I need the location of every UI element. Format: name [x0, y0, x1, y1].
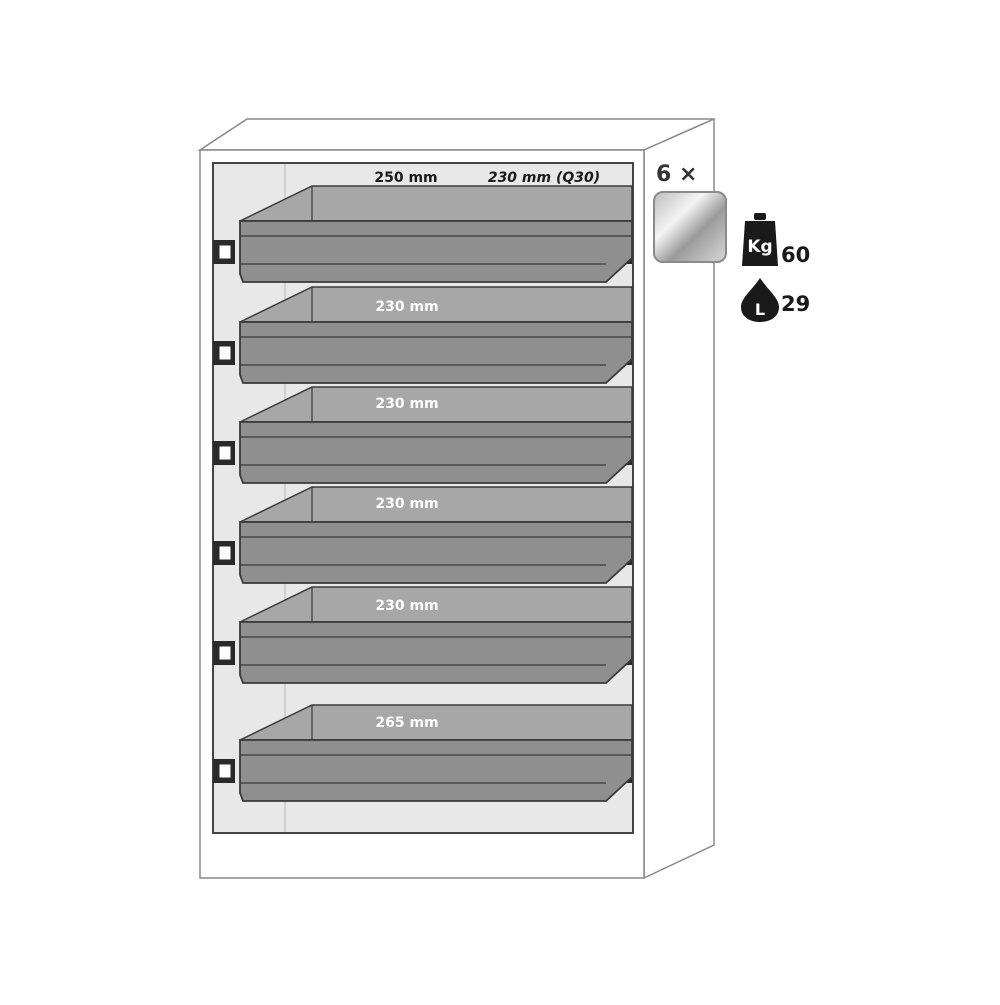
volume-icon: L [741, 278, 779, 322]
drawer-front [239, 421, 633, 484]
drawer [213, 286, 633, 384]
drawer [213, 386, 633, 484]
drawer-height-label: 230 mm [375, 299, 438, 315]
drawer-material-swatch [653, 191, 727, 263]
drawer [213, 586, 633, 684]
drawer-rail-slot [218, 763, 232, 779]
drawer [213, 185, 633, 283]
drawer-rail-slot [218, 244, 232, 260]
weight-value: 60 [781, 243, 810, 267]
drawer-front [239, 220, 633, 283]
drawer-rail-slot [218, 345, 232, 361]
weight-icon-text: Kg [747, 237, 772, 257]
drawer-height-label: 265 mm [375, 715, 438, 731]
volume-icon-text: L [755, 300, 765, 319]
drawers-group [213, 185, 633, 802]
weight-icon: Kg [742, 213, 778, 266]
drawer-front [239, 321, 633, 384]
top-clearance-q30-label: 230 mm (Q30) [488, 170, 600, 186]
drawer-height-label: 230 mm [375, 598, 438, 614]
drawer [213, 704, 633, 802]
drawer-rail-slot [218, 445, 232, 461]
volume-value: 29 [781, 292, 810, 316]
drawer-front [239, 521, 633, 584]
drawer-front [239, 621, 633, 684]
cabinet-top [197, 118, 715, 151]
drawer-height-label: 230 mm [375, 396, 438, 412]
drawer [213, 486, 633, 584]
drawer-rail-slot [218, 545, 232, 561]
drawer-height-label: 230 mm [375, 496, 438, 512]
drawer-front [239, 739, 633, 802]
drawer-rail-slot [218, 645, 232, 661]
drawer-count: 6 × [656, 162, 697, 187]
top-clearance-label: 250 mm [374, 170, 437, 186]
